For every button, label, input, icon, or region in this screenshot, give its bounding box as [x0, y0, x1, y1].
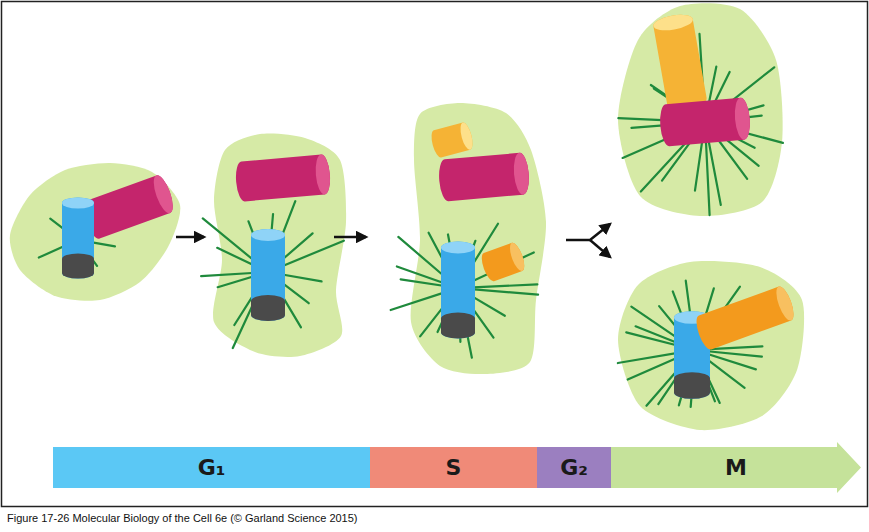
phase-label: G₂	[560, 455, 588, 480]
microtubule	[397, 266, 449, 284]
microtubule	[201, 273, 258, 277]
microtubule	[277, 241, 344, 268]
split-arrow	[590, 240, 610, 257]
phase-band: G₂	[537, 447, 611, 488]
centriole	[441, 242, 475, 339]
cylinder-body	[437, 152, 530, 202]
cylinder-body	[658, 97, 751, 147]
cylinder-end	[733, 97, 751, 140]
centriole	[62, 197, 94, 278]
cylinder-body	[479, 241, 527, 283]
phase-label: M	[725, 455, 747, 480]
centrosome-matrix	[618, 3, 783, 216]
mother-centriole	[658, 97, 751, 147]
phase-arrow: M	[611, 442, 861, 493]
cylinder-base	[251, 295, 285, 321]
microtubule	[705, 132, 709, 215]
microtubule	[705, 353, 756, 369]
figure-caption: Figure 17-26 Molecular Biology of the Ce…	[7, 512, 358, 524]
cylinder-body	[62, 197, 94, 278]
centrosome-matrix	[618, 261, 804, 430]
stage-arrow	[334, 236, 366, 239]
centrosome-matrix	[213, 133, 346, 356]
cylinder-base	[674, 372, 710, 399]
arrow-fill	[611, 442, 861, 493]
microtubule	[468, 284, 537, 287]
daughter-centriole	[652, 12, 708, 112]
cylinder-end	[62, 197, 94, 208]
procentriole	[429, 121, 475, 158]
progression-arrows	[176, 224, 610, 257]
phase-label: G₁	[198, 455, 226, 480]
cylinder-end	[150, 173, 177, 215]
centrosome-matrix	[411, 103, 546, 374]
phase-band: G₁	[53, 447, 370, 488]
split-arrow	[566, 224, 610, 240]
mother-centriole	[437, 152, 530, 202]
microtubule	[468, 289, 538, 295]
cylinder-body	[652, 12, 708, 112]
cylinder-end	[251, 229, 285, 241]
cylinder-end	[512, 152, 530, 195]
procentriole	[479, 241, 527, 283]
microtubule	[391, 291, 449, 310]
cylinder-base	[62, 253, 94, 278]
cylinder-body	[251, 229, 285, 321]
stage-arrow	[176, 236, 204, 239]
cylinder-end	[507, 241, 527, 273]
phase-label: S	[446, 455, 462, 480]
cylinder-end	[441, 242, 475, 254]
figure-frame	[2, 2, 868, 507]
phase-band: S	[370, 447, 537, 488]
cylinder-end	[652, 12, 694, 33]
cylinder-end	[458, 121, 475, 151]
centrosome-matrix	[10, 163, 181, 301]
cylinder-body	[441, 242, 475, 339]
mother-centriole	[234, 154, 331, 202]
cylinder-body	[429, 121, 475, 158]
centriole	[251, 229, 285, 321]
cylinder-body	[234, 154, 331, 202]
cylinder-end	[773, 284, 797, 322]
cylinder-end	[314, 154, 331, 195]
cylinder-base	[441, 313, 475, 339]
cylinder-body	[693, 284, 797, 351]
daughter-centriole	[693, 284, 797, 351]
